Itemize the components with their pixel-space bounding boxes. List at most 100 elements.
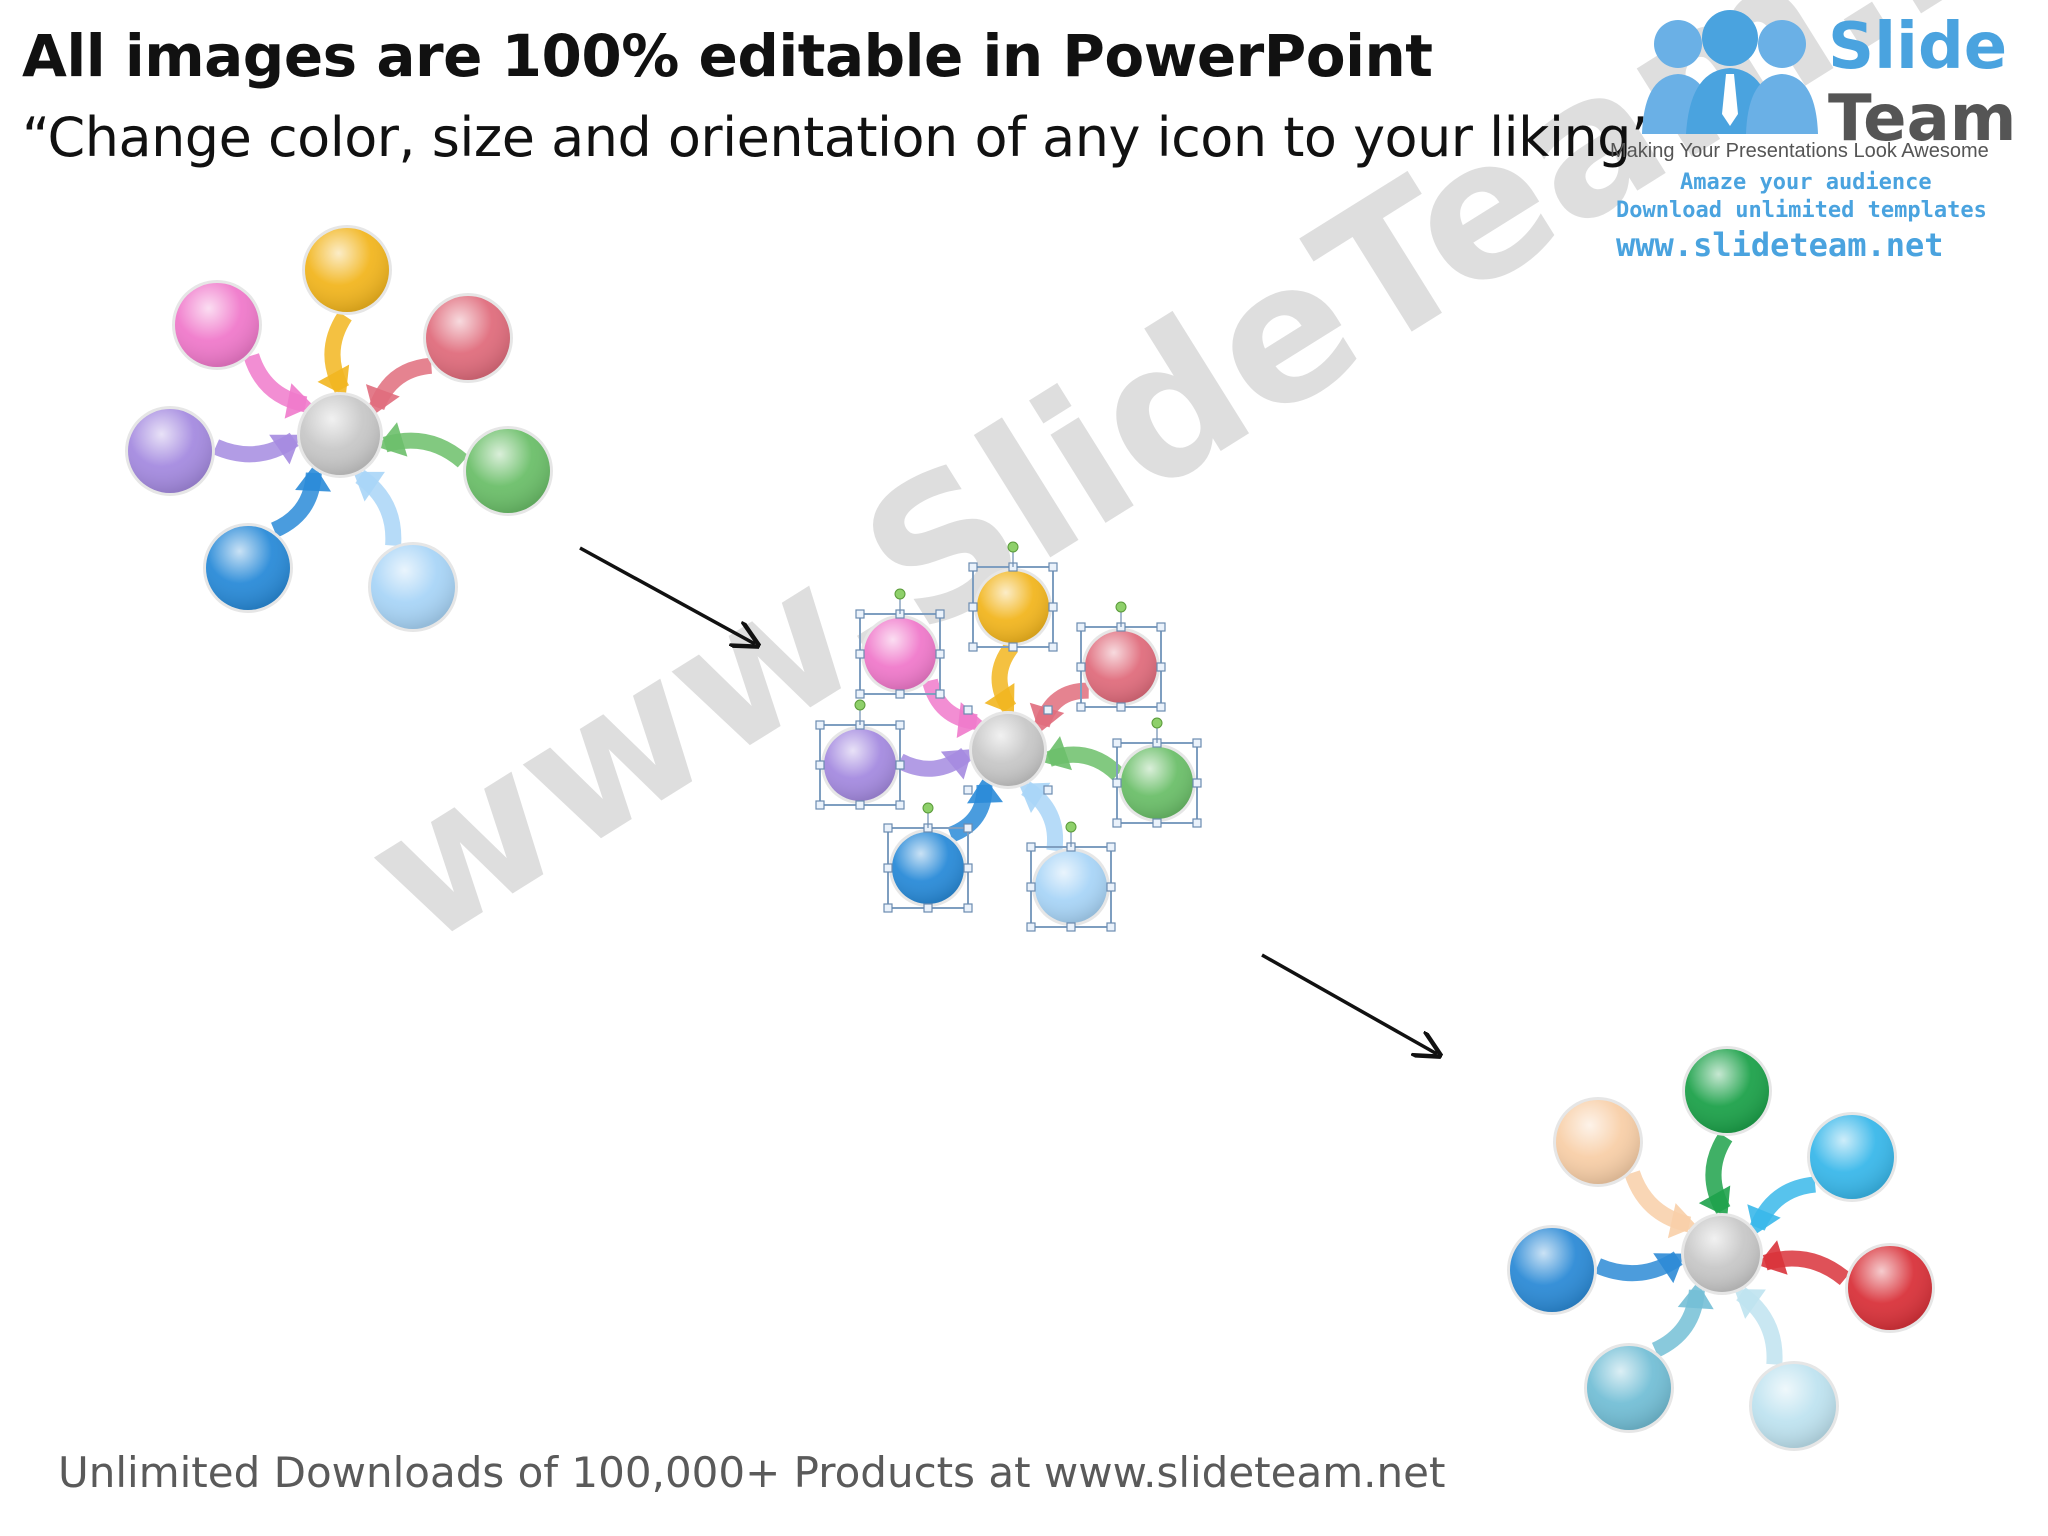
rotation-handle[interactable] (1007, 541, 1019, 553)
resize-handle[interactable] (968, 642, 978, 652)
resize-handle[interactable] (935, 689, 945, 699)
node-gloss (1085, 631, 1157, 703)
resize-handle[interactable] (1076, 702, 1086, 712)
resize-handle[interactable] (963, 863, 973, 873)
resize-handle[interactable] (895, 720, 905, 730)
logo-line-download: Download unlimited templates (1616, 198, 1987, 223)
resize-handle[interactable] (815, 760, 825, 770)
node-gloss (977, 571, 1049, 643)
resize-handle[interactable] (1048, 642, 1058, 652)
arrow-head (269, 434, 301, 465)
rotation-handle[interactable] (1151, 717, 1163, 729)
flow-arrow-1 (579, 546, 755, 644)
resize-handle[interactable] (1066, 922, 1076, 932)
hub-gloss (300, 395, 380, 475)
resize-handle[interactable] (883, 903, 893, 913)
arrow-head (284, 383, 314, 419)
resize-handle[interactable] (1112, 738, 1122, 748)
arrow-head (940, 749, 973, 780)
resize-handle[interactable] (855, 689, 865, 699)
resize-handle[interactable] (963, 705, 973, 715)
arrow-head (1698, 1185, 1731, 1217)
node-gloss (1752, 1364, 1836, 1448)
rotation-handle[interactable] (894, 588, 906, 600)
arrow-head (377, 422, 408, 457)
resize-handle[interactable] (855, 609, 865, 619)
resize-handle[interactable] (923, 903, 933, 913)
resize-handle[interactable] (855, 800, 865, 810)
resize-handle[interactable] (883, 863, 893, 873)
resize-handle[interactable] (855, 649, 865, 659)
page-subtitle: “Change color, size and orientation of a… (22, 106, 1659, 169)
logo-word-team: Team (1828, 82, 2017, 156)
arrow-head (1041, 736, 1072, 771)
resize-handle[interactable] (1008, 642, 1018, 652)
resize-handle[interactable] (1156, 622, 1166, 632)
resize-handle[interactable] (935, 649, 945, 659)
node-gloss (864, 618, 936, 690)
resize-handle[interactable] (1156, 662, 1166, 672)
resize-handle[interactable] (1026, 882, 1036, 892)
resize-handle[interactable] (1043, 785, 1053, 795)
logo-url[interactable]: www.slideteam.net (1616, 226, 1944, 264)
resize-handle[interactable] (968, 562, 978, 572)
resize-handle[interactable] (1112, 818, 1122, 828)
node-gloss (1685, 1049, 1769, 1133)
resize-handle[interactable] (1192, 818, 1202, 828)
rotation-handle[interactable] (1115, 601, 1127, 613)
node-gloss (1035, 851, 1107, 923)
arrow-head (317, 364, 350, 397)
resize-handle[interactable] (1048, 602, 1058, 612)
resize-handle[interactable] (895, 689, 905, 699)
arrow-head (365, 384, 400, 415)
resize-handle[interactable] (1112, 778, 1122, 788)
arrow-head (1653, 1253, 1685, 1284)
logo-line-amaze: Amaze your audience (1680, 170, 1932, 195)
resize-handle[interactable] (935, 609, 945, 619)
resize-handle[interactable] (963, 903, 973, 913)
node-gloss (426, 296, 510, 380)
arrow-head (984, 683, 1015, 715)
resize-handle[interactable] (1192, 778, 1202, 788)
converging-diagram-recolored[interactable] (1507, 1046, 1935, 1451)
resize-handle[interactable] (968, 602, 978, 612)
rotation-handle[interactable] (1065, 821, 1077, 833)
resize-handle[interactable] (1026, 842, 1036, 852)
flow-arrow-2 (1261, 953, 1437, 1054)
resize-handle[interactable] (1048, 562, 1058, 572)
resize-handle[interactable] (1152, 818, 1162, 828)
resize-handle[interactable] (1026, 922, 1036, 932)
node-gloss (892, 832, 964, 904)
arrow-head (967, 776, 1004, 804)
converging-diagram-selected[interactable] (815, 541, 1202, 932)
rotation-handle[interactable] (922, 802, 934, 814)
hub-gloss (972, 714, 1044, 786)
resize-handle[interactable] (1043, 705, 1053, 715)
arrow-head (1018, 782, 1051, 814)
resize-handle[interactable] (1076, 662, 1086, 672)
resize-handle[interactable] (895, 760, 905, 770)
resize-handle[interactable] (1156, 702, 1166, 712)
resize-handle[interactable] (1192, 738, 1202, 748)
converging-diagram-original[interactable] (125, 225, 553, 632)
resize-handle[interactable] (963, 823, 973, 833)
resize-handle[interactable] (1106, 922, 1116, 932)
resize-handle[interactable] (1116, 702, 1126, 712)
slideteam-logo[interactable]: Slide Team Making Your Presentations Loo… (1610, 0, 2048, 270)
page-title: All images are 100% editable in PowerPoi… (22, 22, 1433, 90)
resize-handle[interactable] (895, 800, 905, 810)
resize-handle[interactable] (883, 823, 893, 833)
resize-handle[interactable] (1106, 882, 1116, 892)
resize-handle[interactable] (815, 720, 825, 730)
resize-handle[interactable] (963, 785, 973, 795)
resize-handle[interactable] (1106, 842, 1116, 852)
node-gloss (206, 526, 290, 610)
resize-handle[interactable] (1076, 622, 1086, 632)
hub-gloss (1684, 1216, 1760, 1292)
node-gloss (305, 228, 389, 312)
rotation-handle[interactable] (854, 699, 866, 711)
node-gloss (128, 409, 212, 493)
resize-handle[interactable] (815, 800, 825, 810)
node-gloss (1510, 1228, 1594, 1312)
